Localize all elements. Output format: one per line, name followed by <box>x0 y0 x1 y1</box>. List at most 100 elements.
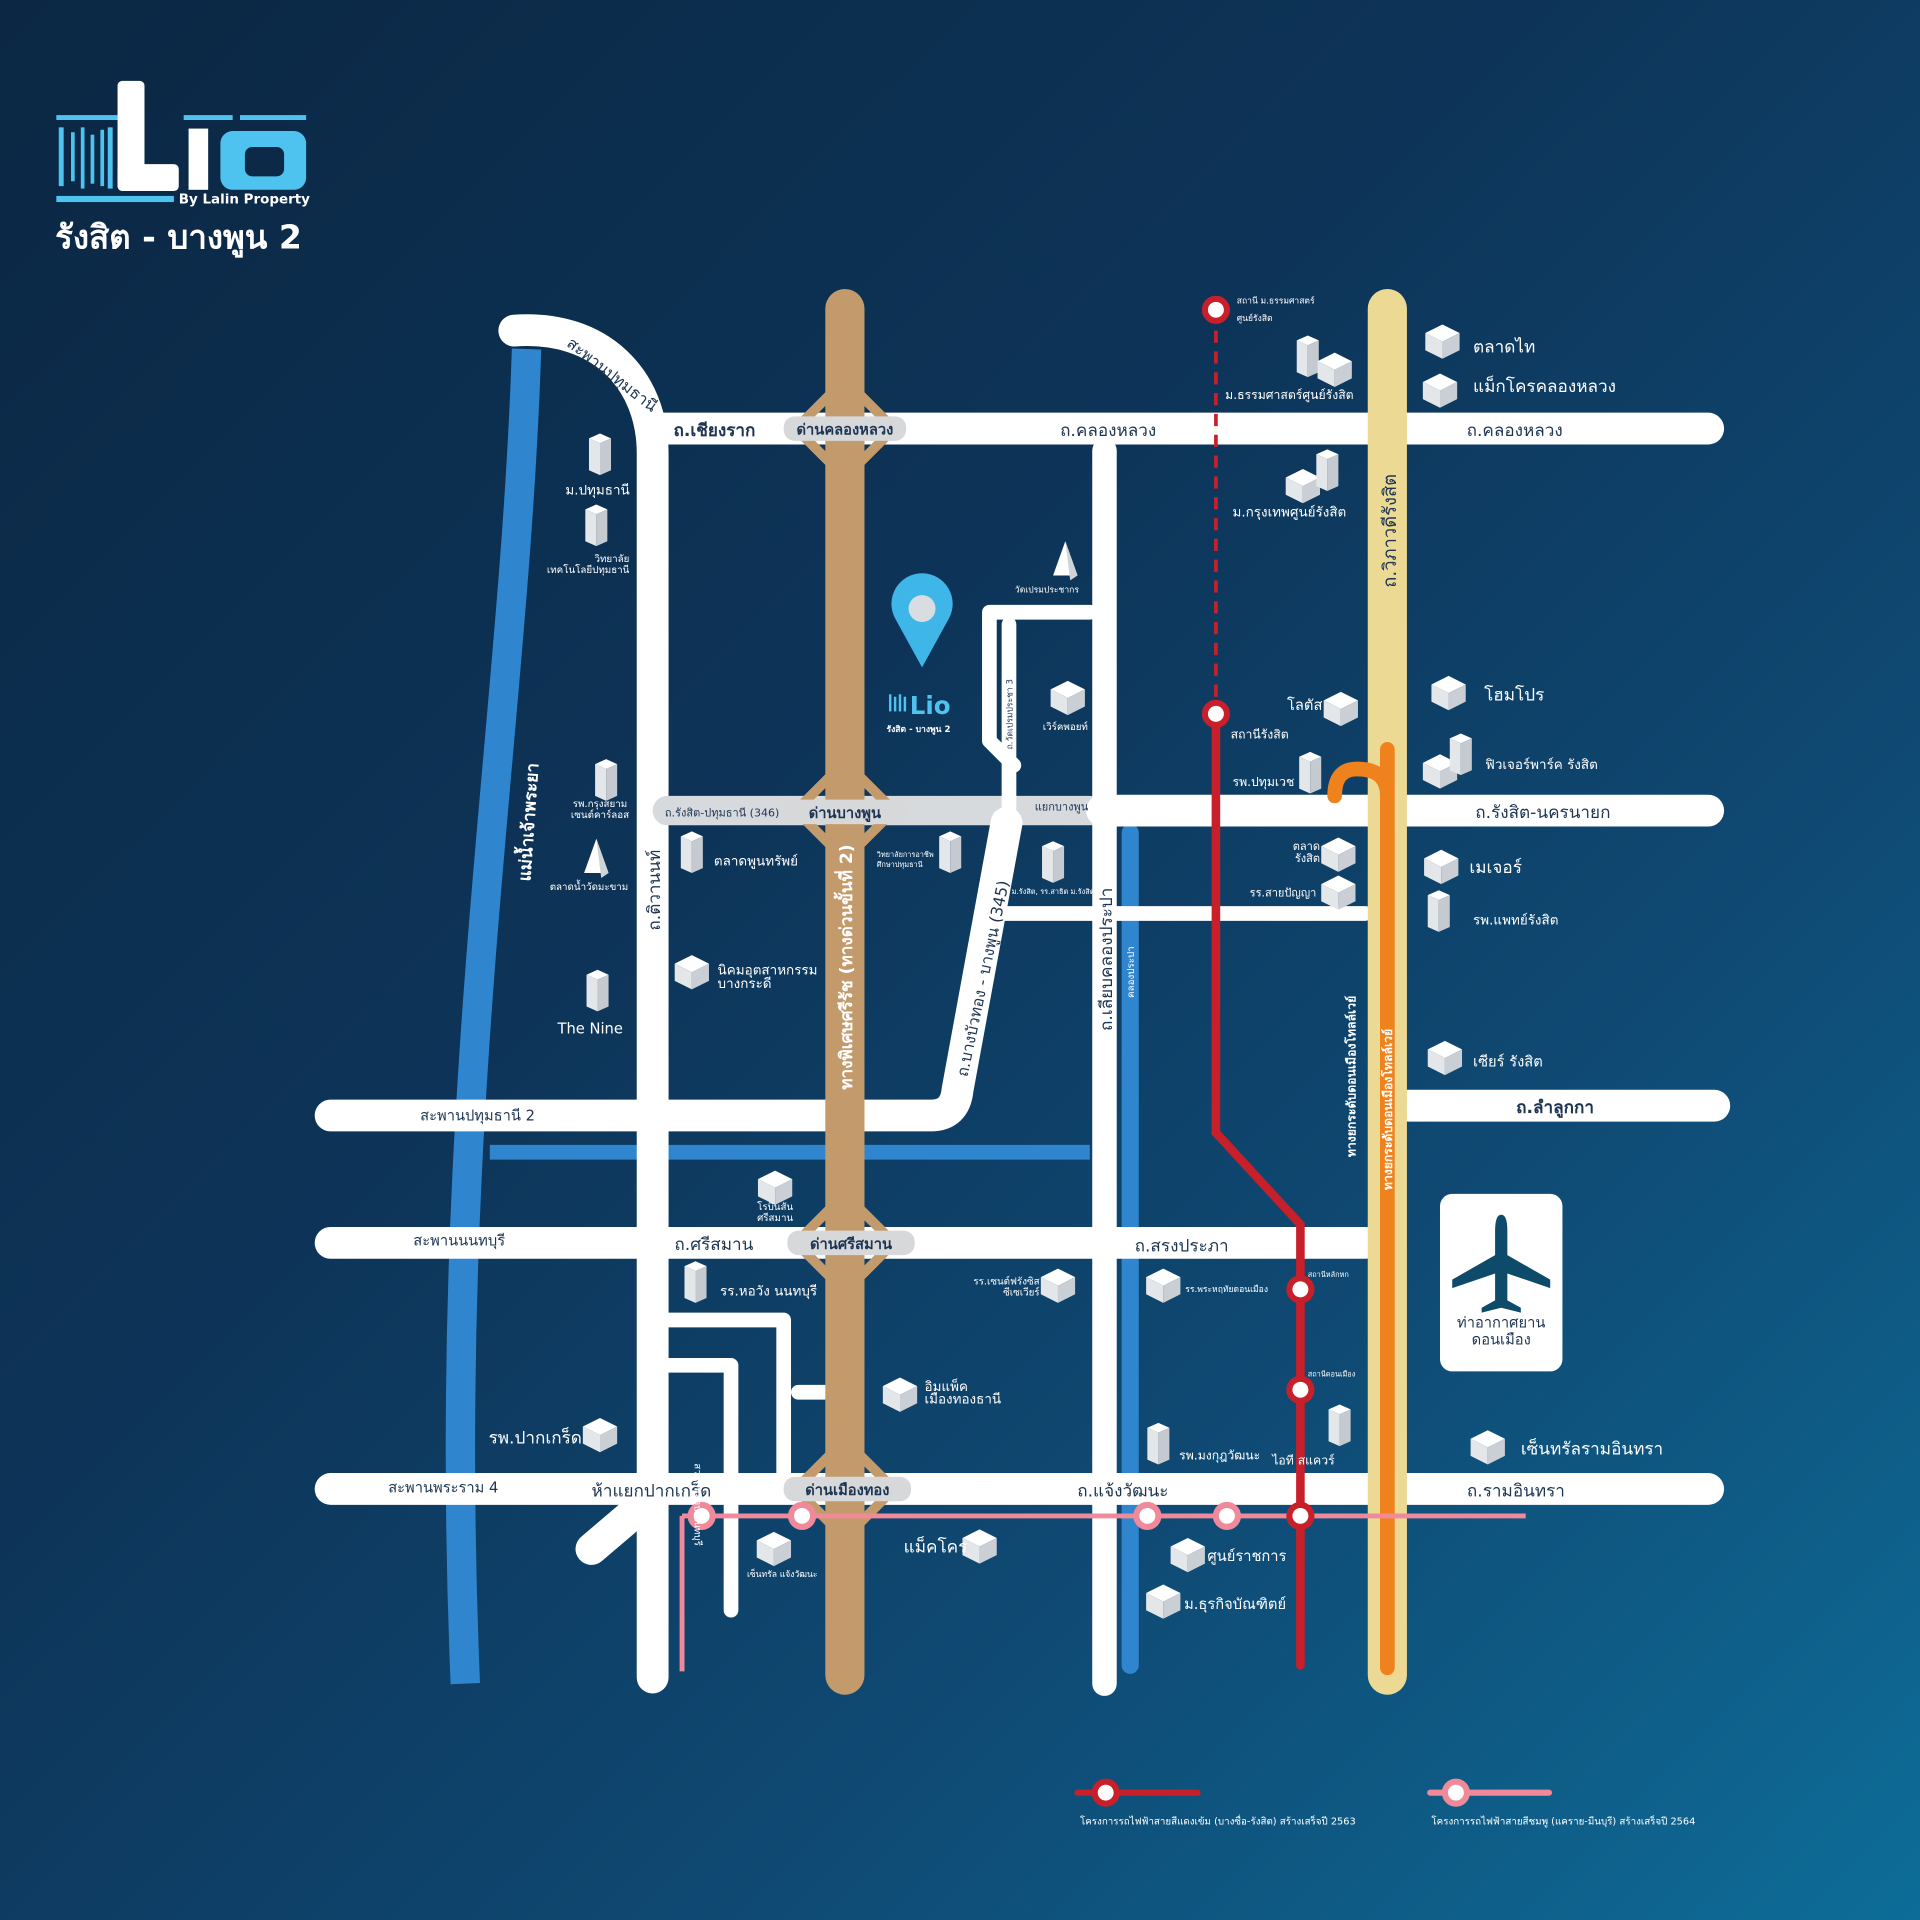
poi-bangkadi-2: บางกระดี <box>718 976 772 992</box>
don-mueang-airport: ท่าอากาศยาน ดอนเมือง <box>1440 1193 1563 1372</box>
si-rat-expressway <box>788 288 901 1695</box>
poi-phra-haruthai: รร.พระหฤทัยดอนเมือง <box>1185 1284 1268 1295</box>
poi-workpoint: เวิร์คพอยท์ <box>1043 721 1088 733</box>
airplane-icon <box>1452 1214 1551 1313</box>
building-icon <box>684 1261 707 1303</box>
building-icon <box>588 433 612 476</box>
building-icon <box>1296 335 1319 378</box>
building-icon <box>1050 680 1085 716</box>
building-icon <box>1321 875 1356 910</box>
poi-robinson: โรบินสัน <box>757 1201 793 1213</box>
poi-makro: แม็คโคร <box>904 1536 968 1558</box>
label-chaeng-watthana: ถ.แจ้งวัฒนะ <box>1077 1481 1168 1501</box>
poi-st-francis: รร.เซนต์ฟรังซิส <box>973 1275 1039 1287</box>
building-icon <box>1424 849 1459 885</box>
building-icon <box>586 969 609 1012</box>
legend-red-line-label: โครงการรถไฟฟ้าสายสีแดงเข้ม (บางซื่อ-รังส… <box>1080 1814 1356 1827</box>
building-icon <box>1040 1268 1076 1303</box>
poi-wat-makham: ตลาดน้ำวัดมะขาม <box>550 879 629 893</box>
project-location-pin[interactable]: Lio รังสิต - บางพูน 2 <box>887 573 953 735</box>
poi-st-francis-2: ซีเซเวียร์ <box>1003 1287 1039 1299</box>
station-lak-si-icon <box>1286 1275 1315 1304</box>
label-bridge-rama4: สะพานพระราม 4 <box>388 1480 498 1497</box>
label-rangsit-nakhon-nayok: ถ.รังสิต-นครนายก <box>1475 803 1610 823</box>
building-icon <box>1422 373 1458 408</box>
building-icon <box>1170 1537 1205 1573</box>
airport-name-line2: ดอนเมือง <box>1472 1331 1531 1348</box>
brand-logo: By Lalin Property รังสิต - บางพูน 2 <box>55 80 310 259</box>
poi-krungsiam-2: เซนต์คาร์ลอส <box>571 809 629 821</box>
pink-station-icon <box>1133 1501 1162 1530</box>
poi-thammasat: ม.ธรรมศาสตร์ศูนย์รังสิต <box>1225 388 1354 403</box>
poi-lotus: โลตัส <box>1287 696 1322 714</box>
building-icon <box>1299 751 1322 794</box>
poi-government-center: ศูนย์ราชการ <box>1207 1548 1286 1565</box>
label-rangsit-pathum: ถ.รังสิต-ปทุมธานี (346) <box>665 807 779 820</box>
label-si-saman: ถ.ศรีสมาน <box>674 1235 753 1255</box>
label-khlong-luang-east: ถ.คลองหลวง <box>1467 421 1563 441</box>
building-icon <box>1317 352 1352 387</box>
label-mueang-thong: เมืองทองธานี <box>778 1378 790 1434</box>
poi-rangsit-station: สถานีรังสิต <box>1231 727 1289 741</box>
label-chao-phraya: แม่น้ำเจ้าพระยา <box>511 762 543 882</box>
poi-impact: อิมแพ็ค <box>924 1377 968 1395</box>
label-yaek-bang-phun: แยกบางพูน <box>1035 801 1089 814</box>
logo-tagline: By Lalin Property <box>179 192 310 207</box>
building-icon <box>680 831 703 874</box>
poi-thammasat-station-2: ศูนย์รังสิต <box>1237 313 1273 324</box>
poi-bangkok-uni: ม.กรุงเทพศูนย์รังสิต <box>1232 505 1346 521</box>
building-icon <box>756 1531 792 1567</box>
poi-talad-rangsit: ตลาด <box>1293 840 1320 853</box>
pink-station-icon <box>1212 1501 1242 1530</box>
road-labels: สะพานปทุมธานี ถ.เชียงราก ถ.คลองหลวง ถ.คล… <box>388 333 1610 1545</box>
building-icon <box>1470 1430 1505 1465</box>
building-icon <box>1042 841 1065 883</box>
building-icon <box>882 1377 918 1412</box>
pin-brand: Lio <box>910 691 951 720</box>
poi-pathum-tech: วิทยาลัย <box>594 554 629 565</box>
label-ram-inthra: ถ.รามอินทรา <box>1467 1481 1565 1501</box>
station-thammasat-icon <box>1201 295 1230 324</box>
poi-zeer: เซียร์ รังสิต <box>1473 1054 1543 1071</box>
label-expressway: ทางพิเศษศรีรัช (ทางด่วนขั้นที่ 2) <box>833 844 857 1089</box>
poi-vocational: วิทยาลัยการอาชีพ <box>876 850 934 859</box>
building-icon <box>1425 324 1460 359</box>
legend: โครงการรถไฟฟ้าสายสีแดงเข้ม (บางซื่อ-รังส… <box>1074 1778 1695 1827</box>
building-icon <box>1285 468 1320 504</box>
label-ha-yaek-pak-kret: ห้าแยกปากเกร็ด <box>592 1479 712 1501</box>
building-icon <box>1147 1422 1170 1465</box>
label-song-prapa: ถ.สรงประภา <box>1135 1236 1229 1256</box>
building-icon <box>757 1170 793 1205</box>
building-icon <box>585 504 608 547</box>
poi-pathumvech: รพ.ปทุมเวช <box>1233 775 1295 790</box>
logo-project-name: รังสิต - บางพูน 2 <box>55 218 302 259</box>
building-icon <box>1323 691 1358 727</box>
label-wat-prem-road: ถ.วัดเปรมประชา 3 <box>1006 679 1016 749</box>
poi-the-nine: The Nine <box>557 1020 623 1037</box>
label-tollway: ทางยกระดับดอนเมืองโทลล์เวย์ <box>1344 996 1359 1157</box>
building-icon <box>1321 837 1356 872</box>
rail-stations <box>687 295 1315 1530</box>
poi-central-ramintra: เซ็นทรัลรามอินทรา <box>1521 1438 1663 1460</box>
pink-station-icon <box>787 1501 817 1530</box>
building-icon <box>1427 1040 1463 1076</box>
toll-bang-phun: ด่านบางพูน <box>809 805 881 823</box>
poi-talad-thai: ตลาดไท <box>1473 337 1535 358</box>
label-bridge-nonthaburi: สะพานนนทบุรี <box>413 1232 505 1249</box>
toll-mueang-thong: ด่านเมืองทอง <box>805 1482 889 1499</box>
poi-dpu: ม.ธุรกิจบัณฑิตย์ <box>1184 1596 1286 1613</box>
poi-lak-si-station: สถานีหลักหก <box>1308 1270 1349 1279</box>
label-lam-luk-ka: ถ.ลำลูกกา <box>1516 1098 1594 1119</box>
toll-badges: ด่านคลองหลวง ด่านบางพูน ด่านศรีสมาน ด่าน… <box>783 416 915 1502</box>
pink-line-rail <box>679 1513 1526 1672</box>
label-chiang-rak: ถ.เชียงราก <box>673 420 755 441</box>
poi-rangsit-uni: ม.รังสิต, รร.สาธิต ม.รังสิต <box>1012 887 1095 896</box>
building-icon <box>1431 675 1466 711</box>
toll-khlong-luang: ด่านคลองหลวง <box>797 422 894 439</box>
building-icon <box>1146 1268 1181 1303</box>
label-suan-kulap: สวนกุหลาบ นนทบุรี <box>691 1463 703 1546</box>
legend-pink-line-label: โครงการรถไฟฟ้าสายสีชมพู (แคราย-มีนบุรี) … <box>1431 1814 1695 1827</box>
legend-red-line: โครงการรถไฟฟ้าสายสีแดงเข้ม (บางซื่อ-รังส… <box>1074 1778 1356 1827</box>
station-interchange-icon <box>1286 1501 1315 1530</box>
